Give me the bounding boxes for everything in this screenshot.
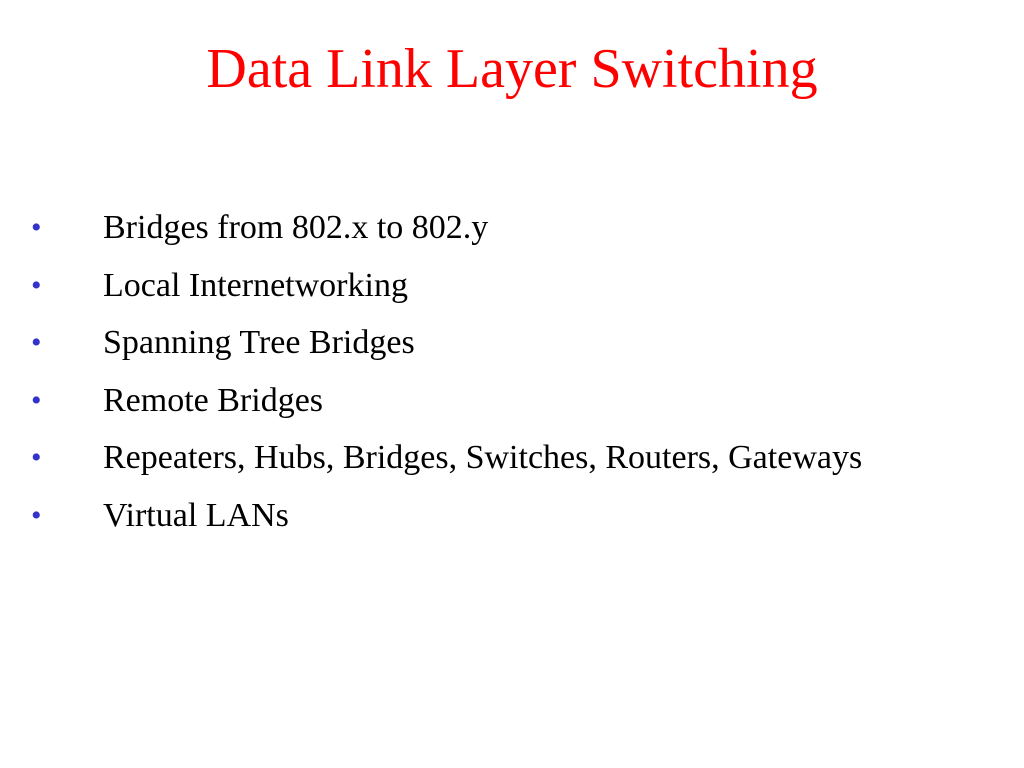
list-item: • Local Internetworking — [0, 261, 1024, 319]
list-item: • Repeaters, Hubs, Bridges, Switches, Ro… — [0, 433, 1024, 491]
list-item-text: Repeaters, Hubs, Bridges, Switches, Rout… — [103, 439, 863, 476]
list-item: • Virtual LANs — [0, 491, 1024, 549]
bullet-icon: • — [31, 383, 42, 417]
list-item-text: Local Internetworking — [103, 266, 408, 304]
list-item: • Spanning Tree Bridges — [0, 318, 1024, 376]
list-item-text: Bridges from 802.x to 802.y — [103, 209, 489, 246]
slide-title: Data Link Layer Switching — [206, 38, 818, 100]
list-item: • Bridges from 802.x to 802.y — [0, 203, 1024, 261]
bullet-icon: • — [31, 211, 42, 244]
bullet-list: • Bridges from 802.x to 802.y • Local In… — [0, 203, 1024, 548]
list-item-text: Spanning Tree Bridges — [103, 324, 415, 361]
bullet-icon: • — [31, 326, 42, 359]
bullet-icon: • — [31, 441, 42, 474]
list-item-text: Virtual LANs — [103, 496, 289, 534]
list-item-text: Remote Bridges — [103, 381, 324, 419]
bullet-icon: • — [31, 498, 42, 532]
bullet-icon: • — [31, 268, 42, 302]
list-item: • Remote Bridges — [0, 376, 1024, 434]
